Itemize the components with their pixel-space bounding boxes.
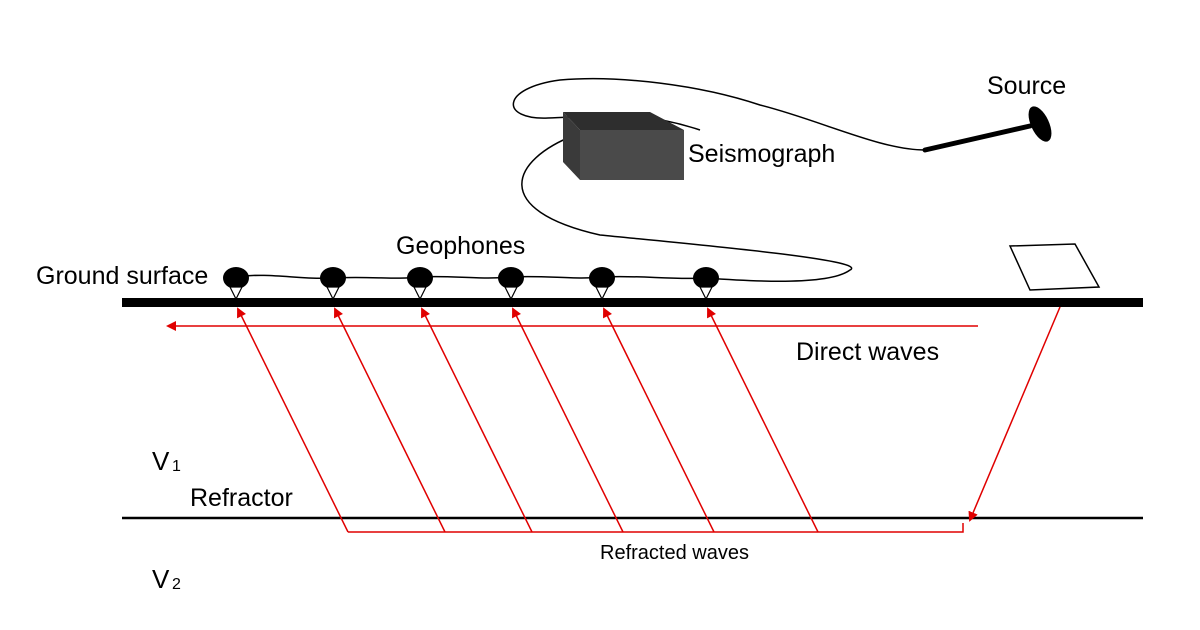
geophone-icon [223,267,249,301]
svg-text:V: V [152,564,170,594]
cable [512,78,926,282]
refracted-ray-arrow [707,307,819,533]
direct-waves-label: Direct waves [796,338,939,366]
velocity-layer-1-label: V 1 [152,446,181,476]
refracted-ray-arrow [512,307,624,533]
ground-surface-label: Ground surface [36,262,208,290]
geophone-cable [235,274,707,280]
svg-text:V: V [152,446,170,476]
source-plate [1008,243,1101,291]
geophones-label: Geophones [396,232,525,260]
geophone-icon [693,267,719,301]
svg-text:1: 1 [172,458,181,475]
source-hammer-icon [922,106,1052,153]
seismograph-icon [563,112,684,180]
geophone-icon [320,267,346,301]
source-label: Source [987,72,1066,100]
refracted-waves-label: Refracted waves [600,542,749,564]
geophone-icon [498,267,524,301]
geophone-icon [407,267,433,301]
ground-surface-line [122,298,1143,307]
geophone-array [223,267,719,301]
velocity-layer-2-label: V 2 [152,564,181,594]
refracted-ray-arrow [421,307,533,533]
geophone-icon [589,267,615,301]
refractor-label: Refractor [190,484,293,512]
refracted-ray-arrow [334,307,446,533]
seismograph-label: Seismograph [688,140,835,168]
svg-text:2: 2 [172,576,181,593]
refracted-ray-arrow [603,307,715,533]
refracted-ray-group [237,307,819,533]
refracted-ray-arrow [237,307,349,533]
downgoing-wave-arrow [968,306,1061,522]
refracted-wave-path [348,523,964,533]
